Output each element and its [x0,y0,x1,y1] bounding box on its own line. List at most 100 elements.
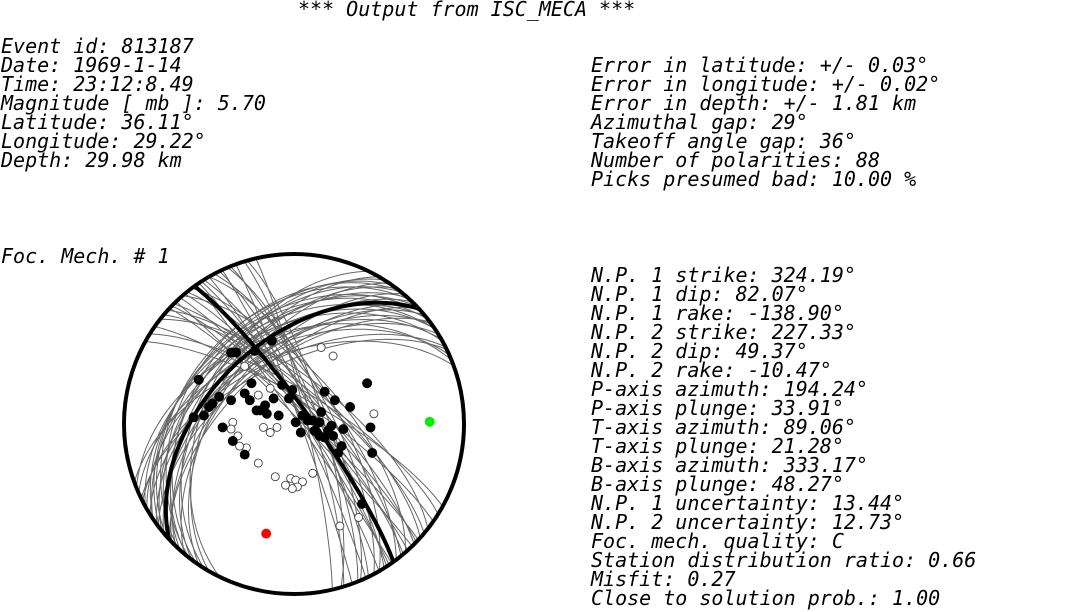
station-ratio-line: Station distribution ratio: 0.66 [591,548,977,572]
compression-marker [287,385,298,395]
compression-marker [338,424,349,435]
compression-marker [345,402,356,412]
compression-marker [277,379,288,390]
p-axis-marker [261,528,272,539]
b-axis-azimuth-line: B-axis azimuth: 333.17° [591,453,868,477]
compression-marker [316,407,327,418]
uncertainty-plane-np2 [187,282,390,566]
compression-marker [266,335,277,346]
dilatation-marker [265,383,275,393]
nodal-plane-1 [193,284,396,563]
uncertainty-plane-np1 [182,295,406,553]
dilatation-marker [281,480,290,490]
mechanism-quality-line: Foc. mech. quality: C [591,529,844,553]
compression-marker [193,374,204,385]
polarities-count-line: Number of polarities: 88 [591,148,880,172]
p-axis-plunge-line: P-axis plunge: 33.91° [591,396,844,420]
takeoff-gap-line: Takeoff angle gap: 36° [591,129,856,153]
compression-marker [329,395,340,406]
dilatation-marker [335,521,345,531]
solution-info-block: N.P. 1 strike: 324.19° N.P. 1 dip: 82.07… [591,265,977,608]
compression-marker [226,395,237,406]
compression-marker [244,395,255,406]
uncertainty-plane-np2 [153,297,429,529]
uncertainty-plane-np2 [180,293,404,555]
dilatation-marker [253,458,263,468]
compression-marker [204,402,214,412]
compression-marker [260,400,271,411]
np2-strike-line: N.P. 2 strike: 227.33° [591,320,856,344]
dilatation-marker [253,390,263,400]
p-axis-azimuth-line: P-axis azimuth: 194.24° [591,377,868,401]
compression-marker [283,393,294,404]
compression-marker [188,412,199,423]
dilatation-marker [226,424,236,434]
uncertainty-plane-np2 [142,333,446,502]
compression-marker [319,386,330,397]
uncertainty-plane-np2 [155,314,432,524]
uncertainty-plane-np1 [145,341,444,507]
b-axis-plunge-line: B-axis plunge: 48.27° [591,472,844,496]
bad-picks-line: Picks presumed bad: 10.00 % [591,167,917,191]
np2-dip-line: N.P. 2 dip: 49.37° [591,339,808,363]
compression-marker [239,449,250,460]
t-axis-marker [424,416,435,427]
dilatation-marker [258,422,268,432]
np1-uncertainty-line: N.P. 1 uncertainty: 13.44° [591,491,905,515]
t-axis-azimuth-line: T-axis azimuth: 89.06° [591,415,856,439]
uncertainty-plane-np2 [189,270,369,578]
error-latitude-line: Error in latitude: +/- 0.03° [591,53,929,77]
polarity-markers [188,335,379,531]
event-longitude-line: Longitude: 29.22° [1,129,206,153]
compression-marker [295,427,306,438]
dilatation-marker [316,343,326,352]
uncertainty-plane-np1 [149,333,439,515]
mechanism-label: Foc. Mech. # 1 [1,244,170,268]
compression-marker [314,417,325,428]
event-id-line: Event id: 813187 [1,34,194,58]
compression-marker [227,436,238,446]
event-latitude-line: Latitude: 36.11° [1,110,194,134]
nodal-plane-2 [163,300,420,540]
compression-marker [357,498,367,509]
misfit-line: Misfit: 0.27 [591,567,736,591]
compression-marker [239,388,250,399]
compression-marker [214,391,225,402]
compression-marker [217,422,228,433]
compression-marker [231,347,242,358]
compression-marker [365,422,376,433]
compression-marker [367,447,378,458]
compression-marker [328,430,339,441]
event-depth-line: Depth: 29.98 km [1,148,182,172]
dilatation-marker [328,351,338,361]
nodal-planes [163,284,420,563]
uncertainty-plane-np1 [171,305,417,543]
compression-marker [290,417,301,428]
compression-marker [261,408,272,419]
principal-axes [261,416,435,539]
dilatation-marker [270,472,280,482]
compression-marker [273,410,284,421]
dilatation-marker [265,428,275,437]
compression-marker [268,393,279,404]
event-magnitude-line: Magnitude [ mb ]: 5.70 [1,91,266,115]
t-axis-plunge-line: T-axis plunge: 21.28° [591,434,844,458]
uncertainty-plane-np2 [155,293,423,536]
dilatation-marker [272,422,282,432]
azimuthal-gap-line: Azimuthal gap: 29° [591,110,808,134]
np2-rake-line: N.P. 2 rake: -10.47° [591,358,832,382]
compression-marker [198,410,209,421]
np1-dip-line: N.P. 1 dip: 82.07° [591,282,808,306]
uncertainty-plane-np2 [190,276,380,572]
beachball-outline [122,252,466,596]
page-title: *** Output from ISC_MECA *** [298,0,636,21]
compression-marker [362,378,373,389]
compression-marker [249,345,260,356]
dilatation-marker [369,409,379,419]
dilatation-marker [354,513,364,522]
event-time-line: Time: 23:12:8.49 [1,72,194,96]
uncertainty-plane-np2 [157,317,430,527]
compression-marker [246,378,257,389]
event-date-line: Date: 1969-1-14 [1,53,182,77]
